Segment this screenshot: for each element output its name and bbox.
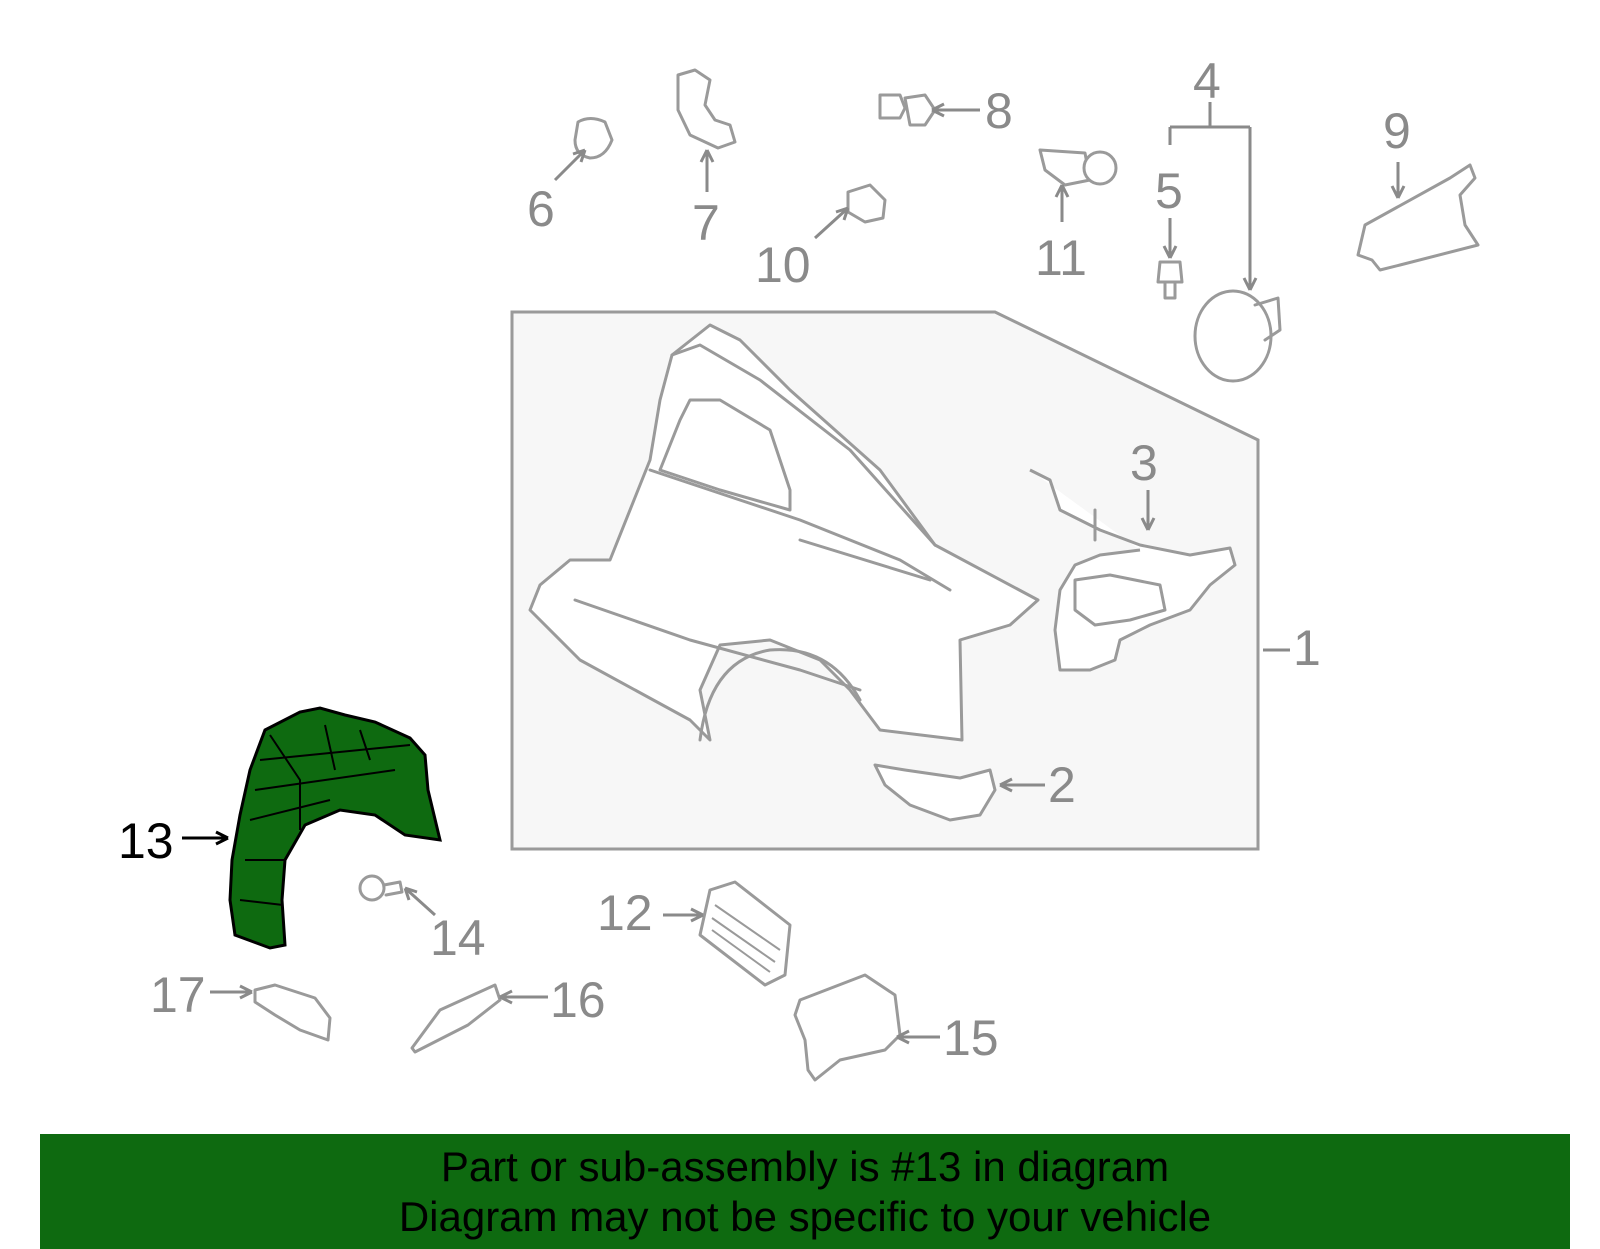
callout-12: 12: [597, 885, 653, 941]
wheelhouse-liner-part-13: [228, 706, 442, 950]
panel-part-9: [1356, 163, 1480, 272]
fuel-door-part-4: [1193, 289, 1282, 383]
callout-7: 7: [692, 195, 720, 251]
quarter-panel-part: [528, 323, 1040, 742]
callout-16: 16: [550, 972, 606, 1028]
callout-2: 2: [1048, 757, 1076, 813]
trim-part-16: [410, 983, 502, 1054]
callout-3: 3: [1130, 435, 1158, 491]
callout-11: 11: [1035, 230, 1087, 286]
banner-line-1: Part or sub-assembly is #13 in diagram: [440, 1143, 1170, 1190]
clip-part-17: [253, 983, 332, 1042]
bolt-part-8: [878, 93, 937, 127]
info-banner: Part or sub-assembly is #13 in diagram D…: [40, 1134, 1570, 1249]
bracket-part-15: [793, 973, 902, 1082]
callout-9: 9: [1383, 103, 1411, 159]
callout-4: 4: [1193, 53, 1221, 109]
callout-14: 14: [430, 910, 486, 966]
bolt-part-5: [1156, 260, 1184, 300]
bracket-part-7: [676, 68, 737, 150]
callout-8: 8: [985, 83, 1013, 139]
inner-panel-part-3: [1029, 468, 1237, 672]
callout-13: 13: [118, 813, 174, 869]
callout-17: 17: [150, 967, 206, 1023]
callout-6: 6: [527, 181, 555, 237]
callout-10: 10: [755, 237, 811, 293]
clip-part-10: [846, 183, 887, 224]
banner-line-2: Diagram may not be specific to your vehi…: [398, 1193, 1212, 1240]
callout-5: 5: [1155, 163, 1183, 219]
bracket-part-2: [873, 763, 997, 822]
callout-1: 1: [1293, 620, 1321, 676]
leader-lines: [182, 102, 1406, 1045]
vent-part-12: [698, 880, 792, 987]
cap-part-6: [573, 117, 614, 160]
callout-15: 15: [943, 1010, 999, 1066]
screw-part-14: [358, 874, 404, 902]
plug-part-11: [1038, 148, 1118, 187]
